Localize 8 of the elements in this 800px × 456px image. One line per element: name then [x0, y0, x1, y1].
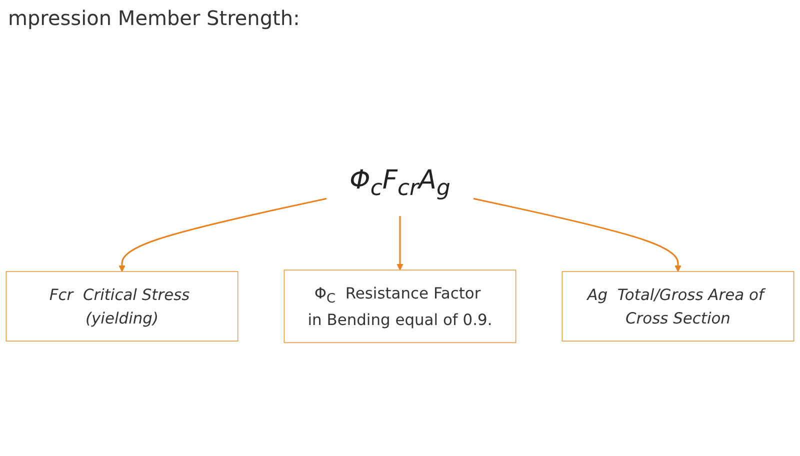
- arrow: [396, 216, 404, 270]
- formula-text: Φ$_{c}$F$_{cr}$A$_{g}$: [350, 164, 450, 200]
- definition-box: Fcr Critical Stress (yielding): [6, 271, 238, 342]
- arrow: [118, 198, 327, 272]
- definition-box: Φ$_{C}$ Resistance Factor in Bending equal of 0.9.: [284, 270, 516, 344]
- arrow: [473, 198, 682, 272]
- definition-box: Ag Total/Gross Area of Cross Section: [562, 271, 794, 342]
- diagram-title: mpression Member Strength:: [8, 6, 300, 30]
